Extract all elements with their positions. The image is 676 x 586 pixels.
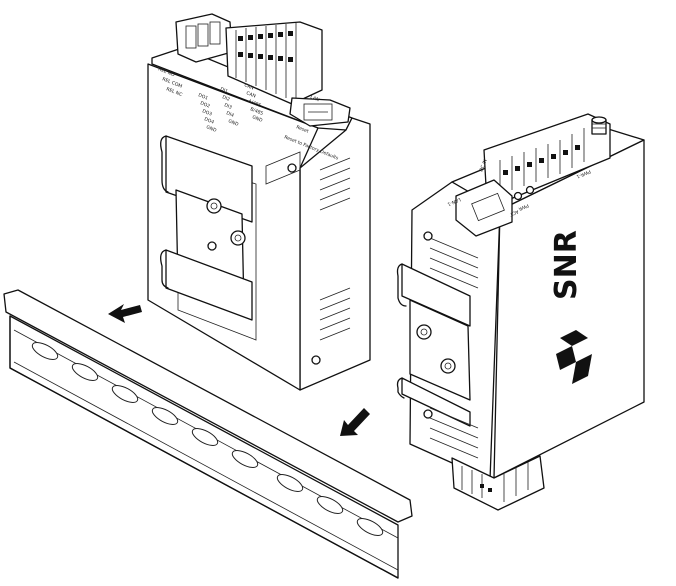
left-screws bbox=[287, 163, 321, 365]
right-side-vents bbox=[429, 237, 479, 459]
terminal-label: A/485 bbox=[247, 98, 262, 109]
terminal-label: DI1 bbox=[219, 86, 229, 95]
right-module-labels: LAN-1 PWR ACT PWR-1 DC IN bbox=[446, 158, 591, 217]
right-module: LAN-1 PWR ACT PWR-1 DC IN SNR bbox=[396, 113, 645, 511]
led-indicator bbox=[513, 191, 523, 201]
left-side-vents bbox=[265, 151, 351, 341]
terminal-label: DI3 bbox=[223, 102, 233, 111]
led-indicator bbox=[525, 185, 535, 195]
terminal-label: DI2 bbox=[221, 94, 231, 103]
eth-label: LAN bbox=[309, 94, 320, 103]
top-terminal-block bbox=[483, 113, 611, 201]
brand-logo: SNR bbox=[549, 230, 592, 384]
antenna-connector bbox=[591, 116, 607, 135]
din-rail bbox=[3, 289, 413, 579]
terminal-label: GND bbox=[227, 118, 239, 128]
reset-label: Reset bbox=[295, 124, 309, 134]
right-din-clip bbox=[396, 263, 471, 427]
arrow-icon bbox=[340, 408, 370, 436]
right-ethernet-port bbox=[455, 179, 513, 237]
port-label: PWR-1 bbox=[575, 168, 591, 179]
terminal-block bbox=[225, 21, 323, 105]
led-label: ACT bbox=[509, 208, 520, 217]
terminal-label: GND bbox=[205, 124, 217, 134]
terminal-label: GND bbox=[251, 114, 263, 124]
relay-label: REL NC bbox=[165, 86, 183, 98]
right-screws bbox=[423, 231, 433, 419]
arrow-icon bbox=[108, 304, 142, 323]
terminal-label: DO3 bbox=[201, 108, 213, 117]
side-label: DC IN bbox=[478, 158, 488, 172]
ethernet-port bbox=[289, 97, 351, 127]
eth-label: LAN-1 bbox=[446, 196, 461, 207]
terminal-label: DO4 bbox=[203, 116, 215, 125]
terminal-label: B/485 bbox=[249, 106, 264, 117]
rail-slots bbox=[31, 342, 384, 536]
snr-logo-icon bbox=[556, 330, 592, 384]
led-label: PWR bbox=[517, 202, 530, 212]
terminal-label: DO1 bbox=[197, 92, 209, 101]
terminal-label: DO2 bbox=[199, 100, 211, 109]
relay-connector bbox=[175, 13, 233, 63]
bottom-connector bbox=[451, 455, 545, 511]
terminal-label: DI4 bbox=[225, 110, 235, 119]
terminal-label: CAN bbox=[243, 82, 254, 91]
terminal-label: CAN bbox=[245, 90, 256, 99]
left-din-clip bbox=[160, 135, 253, 321]
brand-name: SNR bbox=[549, 230, 584, 300]
left-module: REL NO REL COM REL NC DO1 DO2 DO3 DO4 GN… bbox=[147, 13, 371, 391]
